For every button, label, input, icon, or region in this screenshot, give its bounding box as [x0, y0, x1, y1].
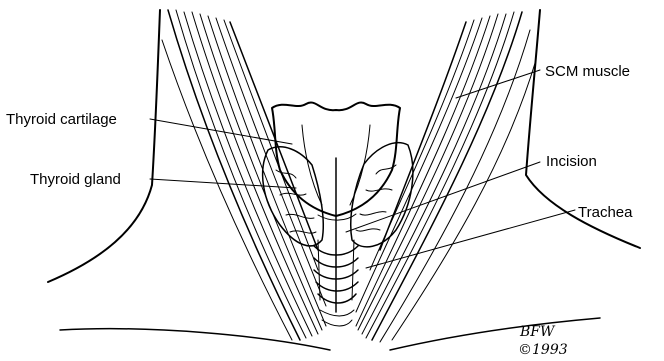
label-incision: Incision: [546, 153, 597, 170]
signature-initials: BFW: [519, 324, 556, 340]
neck-outline: [48, 10, 640, 350]
label-scm-muscle: SCM muscle: [545, 63, 630, 80]
leader-scm-muscle: [456, 70, 540, 98]
label-thyroid-gland: Thyroid gland: [30, 171, 121, 188]
signature-year: ©1993: [518, 342, 568, 358]
leader-thyroid-gland: [150, 179, 296, 188]
right-scm-muscle: [356, 12, 536, 342]
label-thyroid-cartilage: Thyroid cartilage: [6, 111, 117, 128]
thyroid-gland: [263, 143, 413, 247]
label-trachea: Trachea: [578, 204, 633, 221]
left-scm-muscle: [162, 10, 326, 340]
